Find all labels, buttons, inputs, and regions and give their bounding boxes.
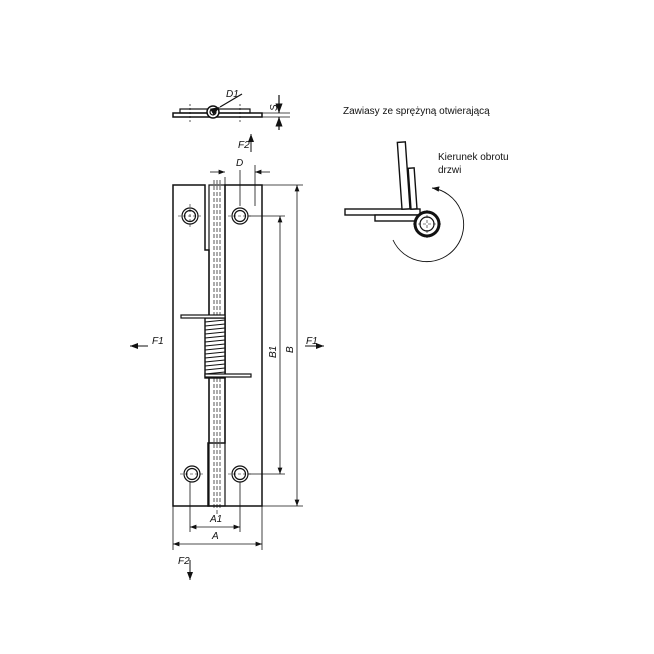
dimension-lines [130, 134, 324, 580]
dim-b1-label: B1 [268, 345, 279, 358]
dim-f2-bottom-label: F2 [178, 556, 190, 567]
rotation-note-line2: drzwi [438, 165, 462, 176]
dim-f1-right-label: F1 [306, 336, 318, 347]
dim-f2-top-label: F2 [238, 140, 250, 151]
top-view [172, 93, 290, 130]
dim-d-label: D [236, 158, 244, 169]
dim-a-label: A [212, 531, 219, 542]
front-view [172, 180, 263, 515]
dim-s-label: S [269, 104, 280, 111]
dim-d1-label: D1 [226, 89, 239, 100]
side-view [344, 141, 465, 262]
rotation-note-line1: Kierunek obrotu [438, 152, 509, 163]
title-label: Zawiasy ze sprężyną otwierającą [343, 106, 490, 117]
dim-b-label: B [285, 346, 296, 353]
dim-a1-label: A1 [210, 514, 223, 525]
dim-f1-left-label: F1 [152, 336, 164, 347]
